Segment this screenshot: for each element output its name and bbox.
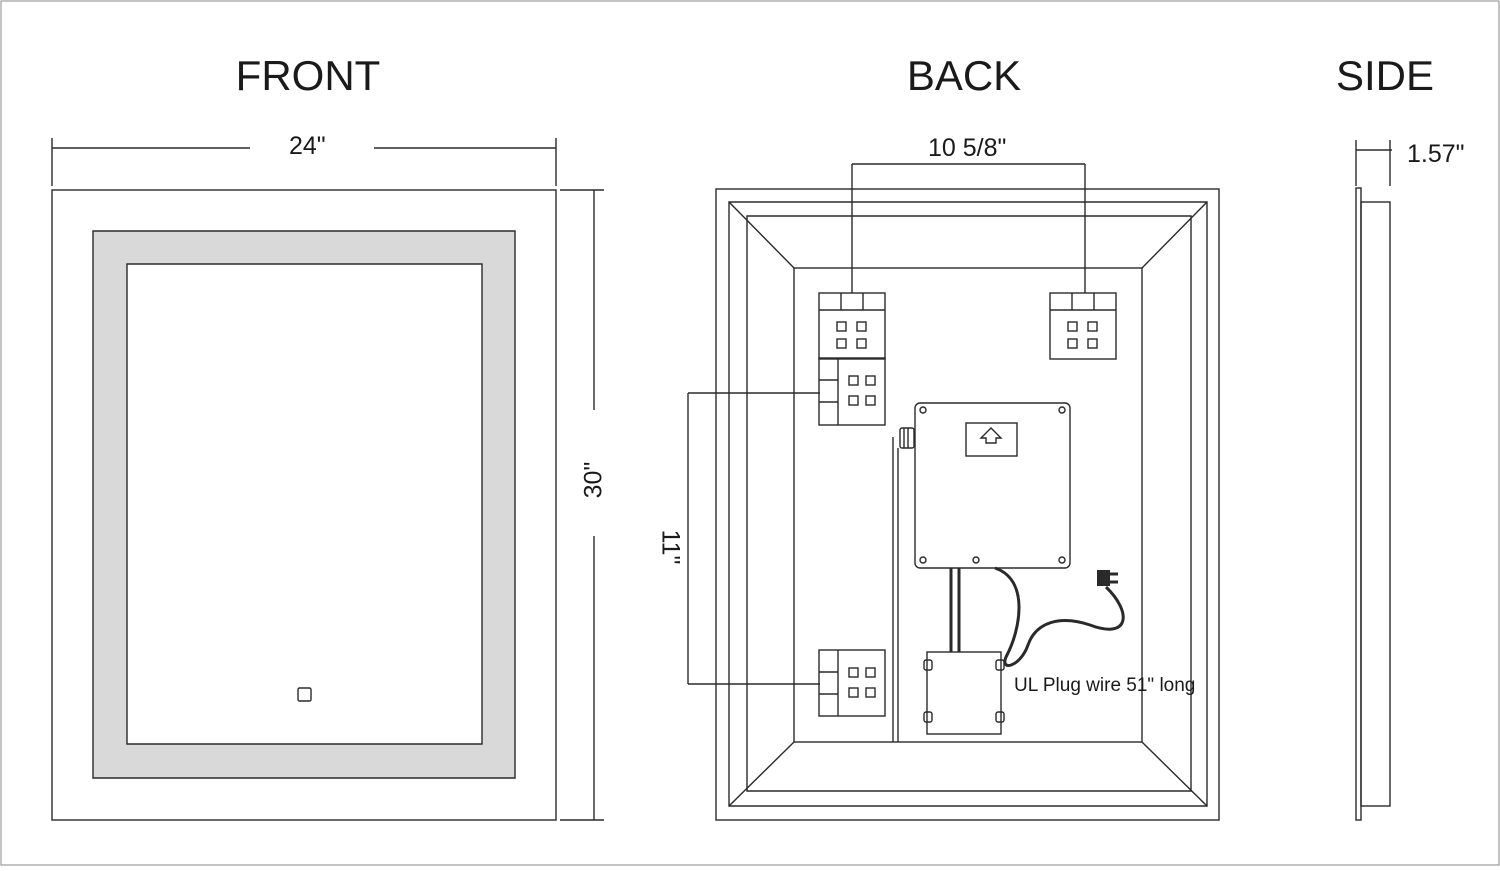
vertical-spacing-dimension [687,392,820,685]
mounting-bracket-icon [818,292,886,360]
plug-cord [994,566,1125,667]
back-outer-frame [715,188,1220,821]
side-view [1355,140,1392,821]
driver-box-icon [914,402,1071,569]
driver-output-wires [949,568,961,652]
side-mirror-glass [1355,187,1362,821]
back-view [687,163,1220,821]
side-heading: SIDE [1335,52,1435,99]
front-height-label: 30" [579,461,608,499]
front-height-dimension [560,189,604,821]
side-depth-dimension [1355,140,1392,186]
wire-rail [892,437,899,742]
plug-wire-note: UL Plug wire 51" long [1014,675,1196,696]
junction-box-icon [923,651,1005,735]
back-panel [793,267,1143,743]
mounting-bracket-icon [818,649,886,717]
driver-label-plate [965,422,1018,457]
side-depth-label: 1.57" [1407,140,1465,168]
side-frame-profile [1360,201,1391,807]
cable-gland-icon [899,427,915,449]
arrow-up-icon [979,427,1003,444]
vertical-spacing-label: 11" [656,529,685,565]
back-bevel-outer [728,201,1208,807]
bracket-spacing-dimension [851,163,1086,293]
front-view [51,138,604,821]
front-heading: FRONT [235,52,381,99]
back-bevel-corners [728,201,1208,807]
front-width-dimension [51,138,557,186]
led-light-band [92,230,516,779]
front-width-label: 24" [289,132,326,160]
plug-icon [1097,570,1118,586]
touch-switch-icon [297,687,312,702]
front-mirror-outline [51,189,557,821]
mounting-bracket-icon [818,357,886,426]
mounting-bracket-icon [1049,292,1117,360]
bracket-spacing-label: 10 5/8" [928,134,1007,162]
back-bevel-inner [746,215,1192,792]
back-heading: BACK [906,52,1022,99]
